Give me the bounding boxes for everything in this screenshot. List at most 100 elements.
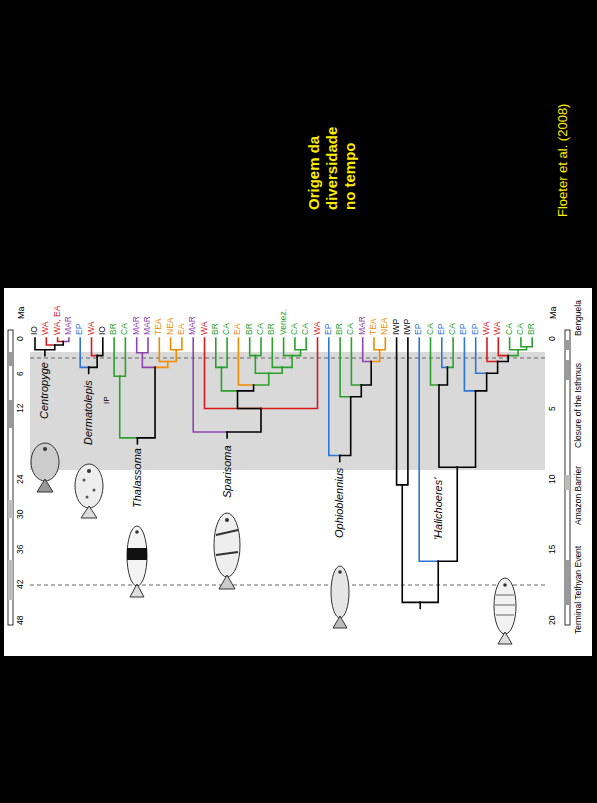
- region-label: IWP: [392, 319, 402, 335]
- axis-tick-label: 20: [548, 615, 558, 624]
- tree-branch: [508, 350, 518, 356]
- tree-branch: [371, 350, 379, 362]
- tree-branch: [168, 350, 176, 362]
- event-label: Closure of the Isthmus: [574, 362, 584, 447]
- tree-branch: [137, 367, 155, 438]
- tree-branch: [261, 338, 318, 409]
- tree-branch: [176, 338, 182, 350]
- tree-branch: [292, 350, 300, 356]
- tree-branch: [155, 362, 168, 368]
- tree-branch: [137, 338, 143, 353]
- tree-branch: [402, 338, 408, 485]
- axis-unit: Ma: [548, 306, 558, 319]
- genus-name: Centropyge: [38, 362, 51, 419]
- dashed-event-line: [30, 585, 545, 586]
- region-label: WA: [41, 322, 51, 335]
- fish-illustration: [494, 578, 516, 644]
- fish-illustration: [331, 566, 349, 628]
- tree-branch: [88, 367, 90, 373]
- region-label: IO: [98, 326, 108, 335]
- axis-tick-label: 6: [16, 371, 26, 376]
- region-label: EP: [471, 324, 481, 335]
- region-label: BR: [109, 323, 119, 335]
- region-label: EP: [414, 324, 424, 335]
- region-label: EP: [437, 324, 447, 335]
- axis-tick-label: 12: [16, 404, 26, 413]
- region-label: BR: [245, 323, 255, 335]
- region-label: WA: [493, 322, 503, 335]
- tree-branch: [238, 338, 253, 385]
- axis-unit: Ma: [16, 306, 26, 319]
- tree-branch: [487, 338, 498, 362]
- tree-branch: [363, 338, 371, 362]
- region-label: WA: [200, 322, 210, 335]
- region-label: NEA: [166, 318, 176, 335]
- region-label: EP: [324, 324, 334, 335]
- tree-branch: [44, 350, 46, 356]
- tree-branch: [269, 367, 282, 373]
- fish-illustration: [214, 513, 240, 589]
- tree-branch: [120, 338, 126, 376]
- genus-name: Sparisoma: [221, 445, 234, 498]
- tree-branch: [527, 338, 533, 347]
- tree-branch: [35, 338, 45, 350]
- tree-branch: [361, 362, 371, 386]
- region-label: EA: [177, 324, 187, 335]
- tree-branch: [227, 409, 261, 433]
- tree-branch: [193, 338, 227, 432]
- tree-branch: [80, 338, 88, 367]
- tree-branch: [284, 338, 292, 356]
- time-band: [30, 352, 545, 470]
- tree-branch: [457, 391, 475, 467]
- region-label: IWP: [403, 319, 413, 335]
- region-label: CA: [426, 323, 436, 335]
- tree-branch: [159, 338, 167, 362]
- region-label: EP: [75, 324, 85, 335]
- tree-branch: [250, 338, 256, 356]
- region-label: MAR: [64, 316, 74, 335]
- event-label: Terminal Tethyan Event: [574, 546, 584, 634]
- axis-tick-label: 36: [16, 545, 26, 554]
- region-label: EA: [233, 324, 243, 335]
- region-label: CA: [516, 323, 526, 335]
- tree-branch: [464, 338, 475, 391]
- tree-branch: [55, 342, 63, 346]
- tree-branch: [221, 338, 227, 367]
- region-label: WA: [87, 322, 97, 335]
- tree-branch: [97, 338, 103, 356]
- tree-branch: [420, 561, 438, 602]
- tree-branch: [439, 385, 457, 467]
- tree-branch: [226, 432, 228, 438]
- tree-branch: [374, 338, 380, 350]
- region-label: CA: [256, 323, 266, 335]
- region-label: MAR: [132, 316, 142, 335]
- tree-branch: [238, 391, 261, 409]
- clade-tag: IP: [102, 396, 111, 404]
- region-label: BR: [267, 323, 277, 335]
- tree-branch: [339, 456, 341, 462]
- region-label: IO: [30, 326, 40, 335]
- axis-tick-label: 10: [548, 474, 558, 483]
- tree-branch: [340, 397, 351, 456]
- tree-branch: [137, 438, 139, 444]
- fish-illustration: [127, 526, 147, 597]
- genus-name: Dermatolepis: [82, 380, 95, 445]
- region-label: NEA: [380, 318, 390, 335]
- phylogeny: [35, 338, 532, 608]
- region-label: WA: [482, 322, 492, 335]
- tree-branch: [205, 338, 262, 409]
- region-label: CA: [301, 323, 311, 335]
- tree-branch: [216, 338, 222, 367]
- tree-branch: [397, 338, 403, 485]
- tree-branch: [238, 385, 254, 391]
- tree-branch: [114, 338, 120, 376]
- region-label: MAR: [143, 316, 153, 335]
- region-label: BR: [527, 323, 537, 335]
- tree-branch: [329, 338, 340, 456]
- genus-name: 'Halichoeres': [432, 478, 445, 540]
- tree-branch: [221, 367, 237, 391]
- tree-branch: [340, 338, 351, 397]
- region-label: TEA: [154, 318, 164, 335]
- tree-branch: [419, 602, 421, 608]
